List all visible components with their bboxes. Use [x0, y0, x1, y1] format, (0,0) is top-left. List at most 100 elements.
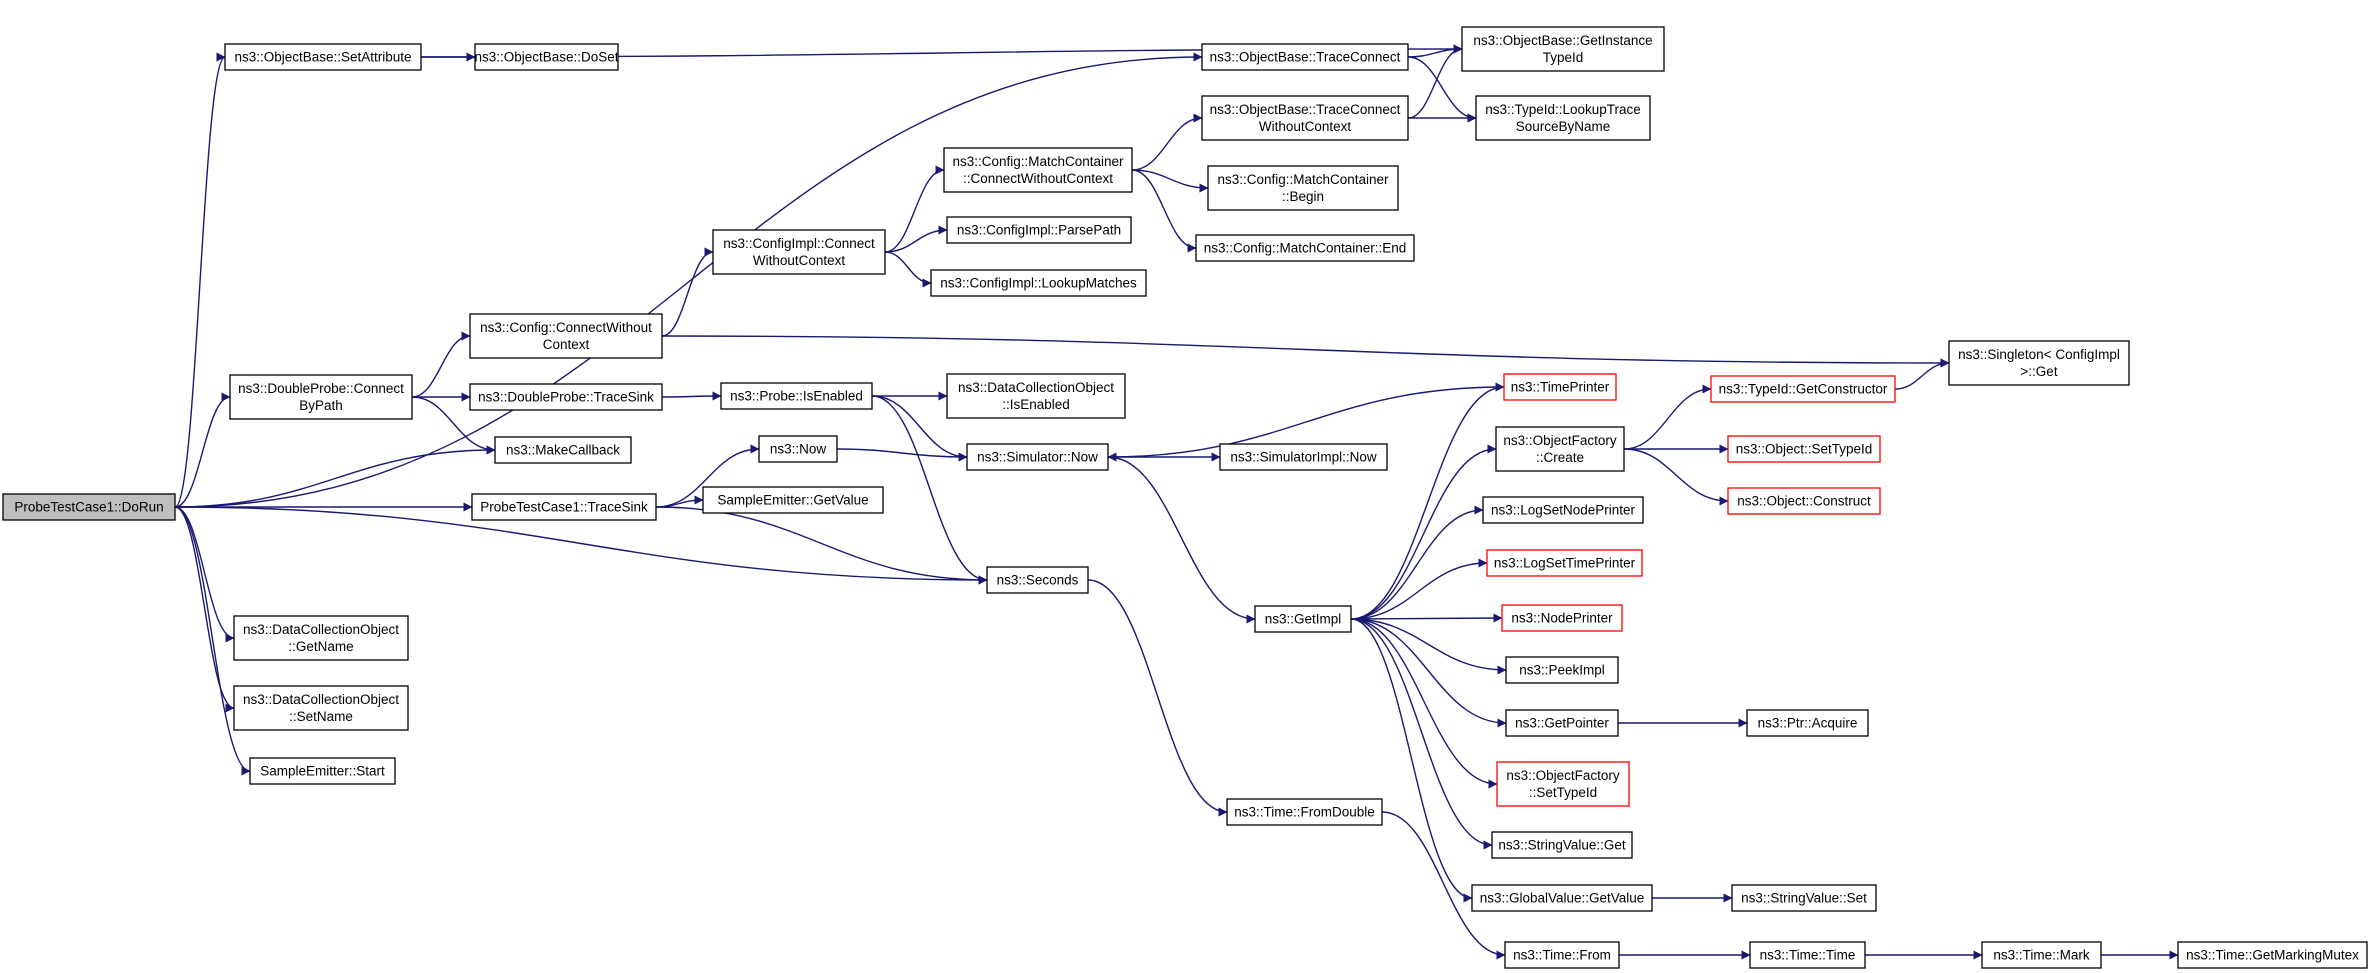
node-box[interactable]	[1201, 43, 1409, 71]
node-box[interactable]	[720, 382, 873, 410]
node-box[interactable]	[986, 566, 1089, 594]
node-ns3-timeprinter[interactable]: ns3::TimePrinter	[1503, 373, 1617, 401]
node-box[interactable]	[2, 493, 176, 521]
node-box[interactable]	[233, 685, 409, 731]
node-box[interactable]	[1981, 941, 2102, 969]
node-ns3-simulator-now[interactable]: ns3::Simulator::Now	[966, 443, 1109, 471]
node-ns3-object-settypeid[interactable]: ns3::Object::SetTypeId	[1727, 435, 1881, 463]
node-box[interactable]	[946, 216, 1132, 244]
node-box[interactable]	[224, 43, 422, 71]
node-box[interactable]	[1749, 941, 1866, 969]
node-ns3-time-time[interactable]: ns3::Time::Time	[1749, 941, 1866, 969]
node-box[interactable]	[1948, 340, 2130, 386]
node-box[interactable]	[1461, 26, 1665, 72]
node-ns3-time-mark[interactable]: ns3::Time::Mark	[1981, 941, 2102, 969]
node-ns3-config-matchcontainer-begin[interactable]: ns3::Config::MatchContainer::Begin	[1207, 165, 1399, 211]
node-ns3-objectfactory-settypeid[interactable]: ns3::ObjectFactory::SetTypeId	[1496, 761, 1630, 807]
node-box[interactable]	[1504, 941, 1620, 969]
node-ns3-logsetnodeprinter[interactable]: ns3::LogSetNodePrinter	[1482, 496, 1644, 524]
node-box[interactable]	[1495, 426, 1625, 472]
node-box[interactable]	[1746, 709, 1869, 737]
node-box[interactable]	[474, 43, 619, 71]
node-ns3-objectbase-doset[interactable]: ns3::ObjectBase::DoSet	[474, 43, 619, 71]
node-ns3-typeid-getconstructor[interactable]: ns3::TypeId::GetConstructor	[1710, 375, 1896, 403]
node-ns3-time-from[interactable]: ns3::Time::From	[1504, 941, 1620, 969]
node-box[interactable]	[1505, 709, 1619, 737]
node-ns3-config-matchcontainer-end[interactable]: ns3::Config::MatchContainer::End	[1195, 234, 1415, 262]
node-ns3-datacollectionobject-isenabled[interactable]: ns3::DataCollectionObject::IsEnabled	[946, 373, 1126, 419]
node-box[interactable]	[943, 147, 1133, 193]
node-ns3-now[interactable]: ns3::Now	[758, 435, 838, 463]
node-box[interactable]	[469, 383, 663, 411]
node-box[interactable]	[1491, 831, 1633, 859]
node-ns3-peekimpl[interactable]: ns3::PeekImpl	[1505, 656, 1619, 684]
node-box[interactable]	[1501, 604, 1623, 632]
node-box[interactable]	[1475, 95, 1651, 141]
node-box[interactable]	[1482, 496, 1644, 524]
node-box[interactable]	[966, 443, 1109, 471]
node-ns3-config-connectwithoutcontext[interactable]: ns3::Config::ConnectWithoutContext	[469, 313, 663, 359]
node-ns3-stringvalue-set[interactable]: ns3::StringValue::Set	[1731, 884, 1877, 912]
node-box[interactable]	[1727, 487, 1881, 515]
node-box[interactable]	[229, 374, 413, 420]
node-ns3-datacollectionobject-setname[interactable]: ns3::DataCollectionObject::SetName	[233, 685, 409, 731]
node-ns3-doubleprobe-tracesink[interactable]: ns3::DoubleProbe::TraceSink	[469, 383, 663, 411]
node-ns3-datacollectionobject-getname[interactable]: ns3::DataCollectionObject::GetName	[233, 615, 409, 661]
node-box[interactable]	[1727, 435, 1881, 463]
node-ns3-singleton-configimpl-get[interactable]: ns3::Singleton< ConfigImpl >::Get	[1948, 340, 2130, 386]
node-ns3-objectbase-traceconnect[interactable]: ns3::ObjectBase::TraceConnect	[1201, 43, 1409, 71]
node-ns3-seconds[interactable]: ns3::Seconds	[986, 566, 1089, 594]
node-ns3-logsettimeprinter[interactable]: ns3::LogSetTimePrinter	[1486, 549, 1643, 577]
node-probetestcase1-dorun[interactable]: ProbeTestCase1::DoRun	[2, 493, 176, 521]
node-box[interactable]	[471, 493, 657, 521]
node-ns3-configimpl-lookupmatches[interactable]: ns3::ConfigImpl::LookupMatches	[930, 269, 1147, 297]
node-box[interactable]	[233, 615, 409, 661]
node-box[interactable]	[1201, 95, 1409, 141]
node-ns3-time-getmarkingmutex[interactable]: ns3::Time::GetMarkingMutex	[2177, 941, 2368, 969]
node-box[interactable]	[1505, 656, 1619, 684]
node-ns3-getpointer[interactable]: ns3::GetPointer	[1505, 709, 1619, 737]
node-box[interactable]	[1254, 605, 1352, 633]
node-ns3-configimpl-connectwithoutcontext[interactable]: ns3::ConfigImpl::ConnectWithoutContext	[712, 229, 886, 275]
node-box[interactable]	[1710, 375, 1896, 403]
node-sampleemitter-getvalue[interactable]: SampleEmitter::GetValue	[702, 486, 884, 514]
node-ns3-globalvalue-getvalue[interactable]: ns3::GlobalValue::GetValue	[1471, 884, 1653, 912]
node-sampleemitter-start[interactable]: SampleEmitter::Start	[249, 757, 396, 785]
node-box[interactable]	[249, 757, 396, 785]
node-ns3-objectfactory-create[interactable]: ns3::ObjectFactory::Create	[1495, 426, 1625, 472]
node-ns3-objectbase-setattribute[interactable]: ns3::ObjectBase::SetAttribute	[224, 43, 422, 71]
node-box[interactable]	[712, 229, 886, 275]
node-box[interactable]	[1486, 549, 1643, 577]
node-box[interactable]	[1195, 234, 1415, 262]
node-ns3-configimpl-parsepath[interactable]: ns3::ConfigImpl::ParsePath	[946, 216, 1132, 244]
node-ns3-time-fromdouble[interactable]: ns3::Time::FromDouble	[1226, 798, 1383, 826]
node-ns3-getimpl[interactable]: ns3::GetImpl	[1254, 605, 1352, 633]
node-ns3-ptr-acquire[interactable]: ns3::Ptr::Acquire	[1746, 709, 1869, 737]
node-box[interactable]	[494, 436, 632, 464]
node-box[interactable]	[930, 269, 1147, 297]
node-ns3-config-matchcontainer-connectwithoutcontext[interactable]: ns3::Config::MatchContainer::ConnectWith…	[943, 147, 1133, 193]
node-ns3-makecallback[interactable]: ns3::MakeCallback	[494, 436, 632, 464]
node-ns3-probe-isenabled[interactable]: ns3::Probe::IsEnabled	[720, 382, 873, 410]
node-box[interactable]	[1731, 884, 1877, 912]
node-ns3-simulatorimpl-now[interactable]: ns3::SimulatorImpl::Now	[1219, 443, 1388, 471]
node-box[interactable]	[1503, 373, 1617, 401]
node-box[interactable]	[1226, 798, 1383, 826]
node-box[interactable]	[946, 373, 1126, 419]
node-ns3-stringvalue-get[interactable]: ns3::StringValue::Get	[1491, 831, 1633, 859]
node-box[interactable]	[702, 486, 884, 514]
node-box[interactable]	[469, 313, 663, 359]
node-box[interactable]	[758, 435, 838, 463]
node-probetestcase1-tracesink[interactable]: ProbeTestCase1::TraceSink	[471, 493, 657, 521]
node-box[interactable]	[2177, 941, 2368, 969]
node-ns3-nodeprinter[interactable]: ns3::NodePrinter	[1501, 604, 1623, 632]
node-ns3-objectbase-traceconnectwithoutcontext[interactable]: ns3::ObjectBase::TraceConnectWithoutCont…	[1201, 95, 1409, 141]
node-box[interactable]	[1207, 165, 1399, 211]
node-box[interactable]	[1471, 884, 1653, 912]
node-box[interactable]	[1496, 761, 1630, 807]
node-ns3-object-construct[interactable]: ns3::Object::Construct	[1727, 487, 1881, 515]
node-box[interactable]	[1219, 443, 1388, 471]
